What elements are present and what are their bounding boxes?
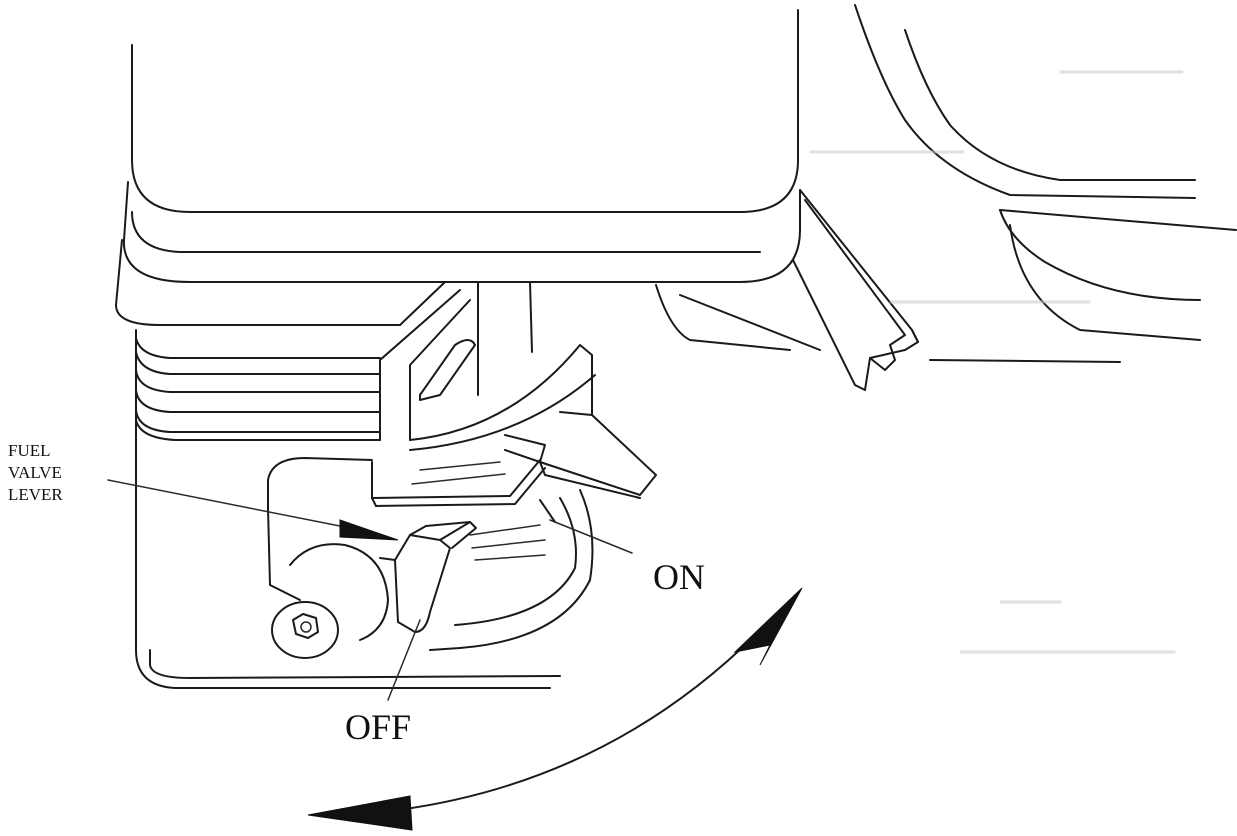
fuel-valve-assembly bbox=[267, 281, 657, 659]
rotation-arrow bbox=[307, 587, 803, 831]
label-line-valve: VALVE bbox=[8, 463, 62, 482]
engine-body bbox=[115, 239, 561, 689]
fuel-valve-leader-arrow bbox=[107, 479, 399, 541]
cooling-fins bbox=[135, 337, 381, 441]
bleed-through-text: ▔▔▔▔▔▔▔▔ bbox=[1060, 72, 1184, 94]
arrow-head-off bbox=[307, 795, 413, 831]
arrow-head-on bbox=[733, 587, 803, 666]
off-position-label: OFF bbox=[345, 707, 412, 747]
on-position-label: ON bbox=[653, 557, 705, 597]
bleed-through-text: ▔▔▔▔▔▔▔▔▔▔▔▔▔ bbox=[890, 302, 1090, 324]
bleed-through-text: ▔▔▔▔▔▔▔▔▔▔ bbox=[810, 152, 964, 174]
fuel-tank bbox=[122, 9, 801, 283]
label-line-lever: LEVER bbox=[8, 485, 63, 504]
off-leader-line bbox=[387, 619, 421, 701]
bleed-through-text: ▔▔▔▔ bbox=[1000, 602, 1062, 624]
label-line-fuel: FUEL bbox=[8, 441, 51, 460]
on-leader-line bbox=[549, 519, 633, 554]
fuel-valve-lever-label: FUEL VALVE LEVER bbox=[8, 440, 63, 506]
bleed-through-text: ▔▔▔▔▔▔▔▔▔▔▔▔▔▔ bbox=[960, 652, 1176, 674]
frame-rail bbox=[655, 4, 1237, 391]
